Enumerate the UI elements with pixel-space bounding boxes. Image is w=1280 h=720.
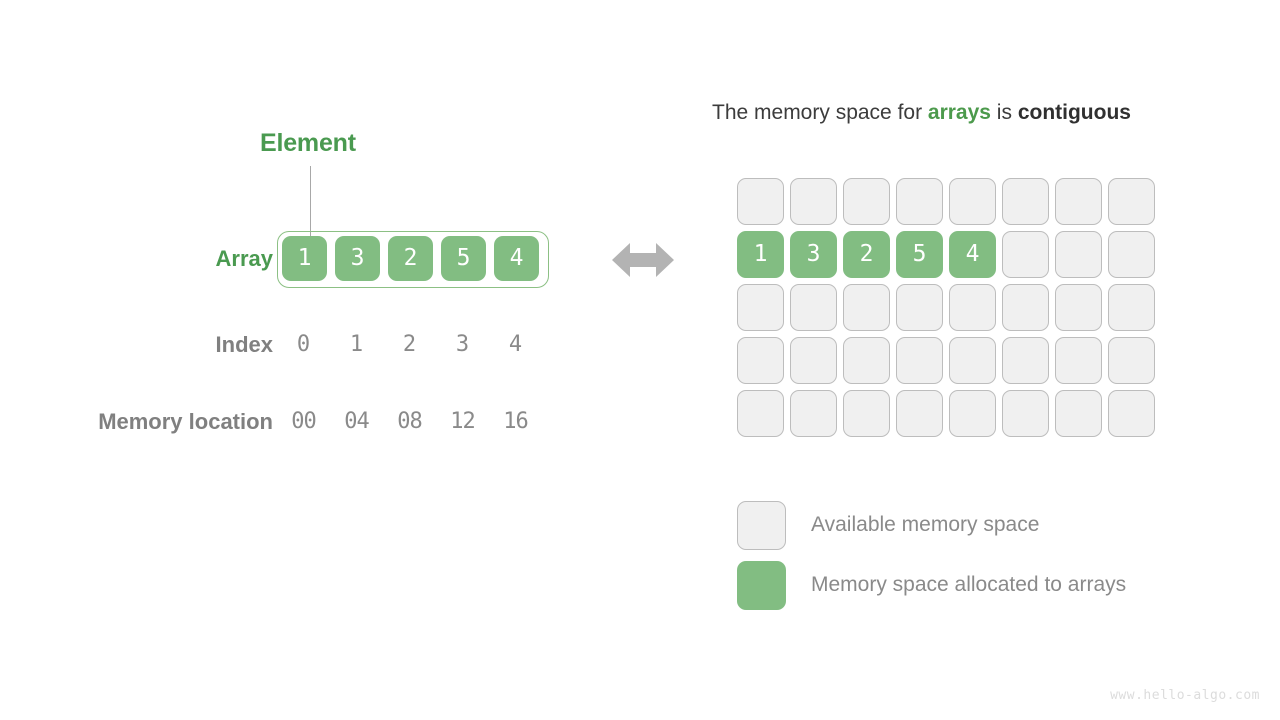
title-keyword-contiguous: contiguous bbox=[1017, 101, 1131, 124]
memory-location-value: 12 bbox=[450, 409, 476, 434]
memory-cell-available bbox=[1002, 284, 1049, 331]
memory-cell-available bbox=[1055, 390, 1102, 437]
array-cell: 4 bbox=[494, 236, 539, 281]
memory-cell-available bbox=[1055, 178, 1102, 225]
memory-cell-available bbox=[1055, 337, 1102, 384]
memory-cell-available bbox=[1108, 284, 1155, 331]
double-headed-horizontal-arrow-icon bbox=[612, 243, 674, 277]
array-cell: 1 bbox=[282, 236, 327, 281]
memory-layout-panel: The memory space for arrays is contiguou… bbox=[700, 0, 1280, 720]
legend-row: Available memory space bbox=[737, 495, 1126, 555]
memory-cell-available bbox=[843, 284, 890, 331]
memory-cell-available bbox=[790, 178, 837, 225]
legend-swatch-available bbox=[737, 500, 786, 550]
vertical-leader-line-icon bbox=[310, 166, 311, 240]
memory-cell-available bbox=[843, 337, 890, 384]
array-cell: 5 bbox=[441, 236, 486, 281]
memory-cell-available bbox=[1002, 390, 1049, 437]
index-value: 0 bbox=[296, 332, 311, 357]
title-middle: is bbox=[990, 101, 1018, 124]
memory-cell-available bbox=[1055, 284, 1102, 331]
element-callout-label: Element bbox=[260, 129, 356, 157]
memory-cell-available bbox=[1055, 231, 1102, 278]
memory-cell-allocated: 5 bbox=[896, 231, 943, 278]
memory-cell-available bbox=[1002, 337, 1049, 384]
memory-cell-available bbox=[737, 337, 784, 384]
memory-location-value: 04 bbox=[344, 409, 370, 434]
memory-cell-available bbox=[949, 390, 996, 437]
memory-cell-available bbox=[790, 337, 837, 384]
legend-row: Memory space allocated to arrays bbox=[737, 555, 1126, 615]
index-row-label: Index bbox=[215, 332, 273, 357]
memory-cell-allocated: 2 bbox=[843, 231, 890, 278]
memory-cell-available bbox=[737, 284, 784, 331]
title-keyword-arrays: arrays bbox=[927, 101, 991, 124]
memory-cell-available bbox=[1002, 178, 1049, 225]
memory-cell-available bbox=[896, 178, 943, 225]
memory-cell-allocated: 4 bbox=[949, 231, 996, 278]
legend-label: Available memory space bbox=[811, 513, 1040, 536]
array-cell: 3 bbox=[335, 236, 380, 281]
memory-contiguity-title: The memory space for arrays is contiguou… bbox=[712, 101, 1131, 125]
memory-cell-available bbox=[843, 178, 890, 225]
array-row-label: Array bbox=[215, 246, 273, 271]
memory-cell-available bbox=[1002, 231, 1049, 278]
memory-cell-available bbox=[1108, 337, 1155, 384]
memory-location-value: 08 bbox=[397, 409, 423, 434]
watermark: www.hello-algo.com bbox=[1110, 688, 1260, 703]
memory-cell-allocated: 1 bbox=[737, 231, 784, 278]
memory-cell-available bbox=[1108, 178, 1155, 225]
memory-cell-available bbox=[896, 337, 943, 384]
memory-cell-available bbox=[790, 284, 837, 331]
index-value: 1 bbox=[349, 332, 364, 357]
memory-cell-available bbox=[790, 390, 837, 437]
memory-cell-available bbox=[896, 390, 943, 437]
memory-cell-available bbox=[896, 284, 943, 331]
legend-label: Memory space allocated to arrays bbox=[811, 573, 1127, 596]
legend-swatch-allocated bbox=[737, 560, 786, 610]
memory-location-values-row: 00 04 08 12 16 bbox=[281, 409, 538, 434]
memory-cell-available bbox=[949, 178, 996, 225]
index-value: 4 bbox=[508, 332, 523, 357]
index-value: 3 bbox=[455, 332, 470, 357]
memory-cell-available bbox=[737, 178, 784, 225]
memory-cell-available bbox=[949, 284, 996, 331]
memory-location-value: 00 bbox=[291, 409, 317, 434]
memory-cell-available bbox=[949, 337, 996, 384]
memory-cell-available bbox=[737, 390, 784, 437]
memory-cell-available bbox=[843, 390, 890, 437]
title-prefix: The memory space for bbox=[712, 101, 928, 124]
memory-location-value: 16 bbox=[503, 409, 529, 434]
index-values-row: 0 1 2 3 4 bbox=[281, 332, 538, 357]
memory-cell-allocated: 3 bbox=[790, 231, 837, 278]
array-cell: 2 bbox=[388, 236, 433, 281]
memory-location-row-label: Memory location bbox=[98, 409, 273, 434]
memory-cell-available bbox=[1108, 390, 1155, 437]
index-value: 2 bbox=[402, 332, 417, 357]
memory-cell-available bbox=[1108, 231, 1155, 278]
